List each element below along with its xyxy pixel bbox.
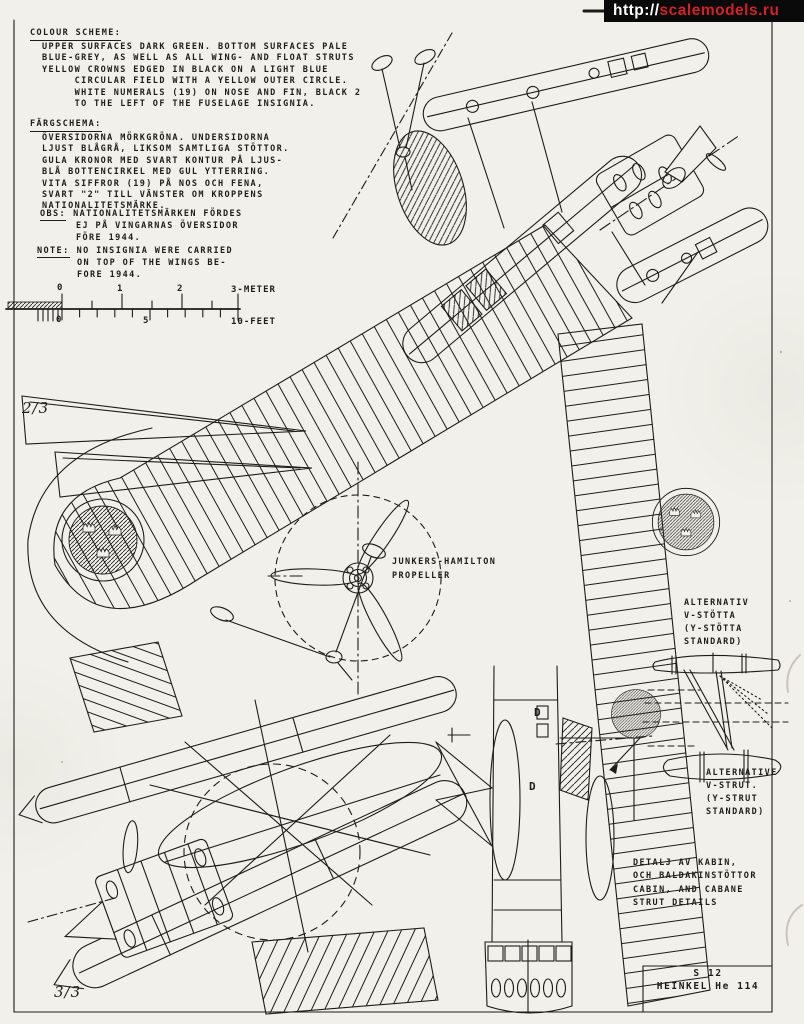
- alt-strut-sv-label: (Y-STÖTTA: [684, 624, 743, 634]
- tailplane: [393, 130, 467, 246]
- alt-strut-sv-label: ALTERNATIV: [684, 598, 750, 608]
- construction-lines: [27, 32, 741, 923]
- fargschema-line: LJUST BLÅGRÅ, LIKSOM SAMTLIGA STÖTTOR.: [42, 144, 290, 154]
- note-row: NOTE: NO INSIGNIA WERE CARRIED: [37, 246, 234, 258]
- cabin-detail-label: OCH BALDAKINSTÖTTOR: [633, 871, 757, 881]
- plan-view-float-upper: [422, 38, 710, 132]
- note-line: FORE 1944.: [77, 270, 143, 280]
- title-block-sheet-code: S 12: [693, 968, 723, 979]
- watermark-banner[interactable]: http://scalemodels.ru: [604, 0, 804, 22]
- sheet-fraction-top: 2/3: [22, 399, 50, 417]
- bottom-view-fuselage: [157, 741, 443, 869]
- scale-feet-tick: 0: [56, 315, 63, 325]
- colour-scheme-line: BLUE-GREY, AS WELL AS ALL WING- AND FLOA…: [42, 53, 355, 63]
- fargschema-line: VITA SIFFROR (19) PÅ NOS OCH FENA,: [42, 179, 264, 189]
- note-line: ON TOP OF THE WINGS BE-: [77, 258, 227, 268]
- plan-view-wing: [27, 224, 633, 663]
- fargschema-line: ÖVERSIDORNA MÖRKGRÖNA. UNDERSIDORNA: [42, 133, 271, 143]
- propeller-label: JUNKERS-HAMILTON: [392, 557, 497, 567]
- fargschema-line: SVART "2" TILL VÄNSTER OM KROPPENS: [42, 190, 264, 200]
- scale-meter-tick: 2: [177, 284, 184, 294]
- roundel-starboard: [651, 487, 721, 557]
- colour-scheme-line: CIRCULAR FIELD WITH A YELLOW OUTER CIRCL…: [42, 76, 349, 86]
- alt-strut-en-label: STANDARD): [706, 807, 765, 817]
- title-block-aircraft-name: HEINKEL He 114: [656, 981, 760, 992]
- colour-scheme-line: YELLOW CROWNS EDGED IN BLACK ON A LIGHT …: [42, 65, 329, 75]
- bottom-view-float-2: [53, 780, 468, 990]
- section-marker-d: D: [534, 706, 543, 719]
- scale-meter-end-label: 3-METER: [231, 285, 276, 295]
- obs-line: NATIONALITETSMÄRKEN FÖRDES: [73, 209, 243, 219]
- alt-strut-en-label: (Y-STRUT: [706, 794, 759, 804]
- v-strut-detail: [642, 652, 789, 783]
- colour-scheme-heading: COLOUR SCHEME:: [30, 28, 122, 41]
- scale-meter-tick: 0: [57, 283, 64, 293]
- propeller-detail: [267, 461, 442, 697]
- plan-view-fuselage: [402, 155, 643, 364]
- note-label: NOTE:: [37, 246, 70, 258]
- scale-meter-tick: 1: [117, 284, 124, 294]
- fargschema-heading: FÄRGSCHEMA:: [30, 119, 102, 132]
- bottom-view-float-1: [18, 676, 457, 824]
- float-struts: [467, 101, 699, 304]
- cabin-detail-label: STRUT DETAILS: [633, 898, 718, 908]
- sheet-border: [13, 9, 773, 1013]
- spinner: [662, 125, 727, 189]
- obs-line: FÖRE 1944.: [76, 233, 142, 243]
- alt-strut-en-label: ALTERNATIVE: [706, 768, 778, 778]
- scale-feet-tick: 5: [143, 316, 150, 326]
- fargschema-line: GULA KRONOR MED SVART KONTUR PÅ LJUS-: [42, 156, 284, 166]
- section-marker-d: D: [529, 780, 538, 793]
- propeller-label: PROPELLER: [392, 571, 451, 581]
- plan-view-float-lower: [616, 207, 769, 304]
- fargschema-line: NATIONALITETSMÄRKE.: [42, 201, 166, 211]
- title-block-box: [642, 965, 773, 1013]
- alt-strut-en-label: V-STRUT.: [706, 781, 759, 791]
- bottom-view-wing: [557, 323, 711, 1007]
- sheet-fraction-bottom: 3/3: [54, 983, 82, 1001]
- paper-artifacts: [785, 654, 803, 946]
- banner-url-domain: scalemodels.ru: [659, 2, 780, 19]
- rigging-wires: [149, 699, 441, 953]
- wingtip-blades: [21, 395, 313, 498]
- wing-strips: [69, 641, 439, 1015]
- obs-label: OBS:: [40, 209, 67, 221]
- alt-strut-sv-label: V-STÖTTA: [684, 611, 737, 621]
- obs-note-row: OBS: NATIONALITETSMÄRKEN FÖRDES: [40, 209, 243, 221]
- banner-url-prefix: http://: [613, 2, 660, 19]
- scale-bar: [5, 293, 241, 322]
- cabin-detail-label: DETALJ AV KABIN,: [633, 858, 738, 868]
- float-stern-struts: [371, 49, 436, 191]
- roundel-port: [61, 498, 145, 582]
- fargschema-line: BLÅ BOTTENCIRKEL MED GUL YTTERRING.: [42, 167, 271, 177]
- radial-engine: [63, 820, 234, 958]
- roundel-partial: [611, 689, 661, 739]
- dust-specks: [61, 350, 791, 763]
- obs-line: EJ PÅ VINGARNAS ÖVERSIDOR: [76, 221, 239, 231]
- alt-strut-sv-label: STANDARD): [684, 637, 743, 647]
- cabin-detail: [435, 665, 653, 1014]
- note-line: NO INSIGNIA WERE CARRIED: [76, 246, 234, 256]
- colour-scheme-line: TO THE LEFT OF THE FUSELAGE INSIGNIA.: [42, 99, 316, 109]
- colour-scheme-line: WHITE NUMERALS (19) ON NOSE AND FIN, BLA…: [42, 88, 362, 98]
- scale-feet-end-label: 10-FEET: [231, 317, 276, 327]
- cabin-detail-label: CABIN, AND CABANE: [633, 885, 744, 895]
- colour-scheme-line: UPPER SURFACES DARK GREEN. BOTTOM SURFAC…: [42, 42, 349, 52]
